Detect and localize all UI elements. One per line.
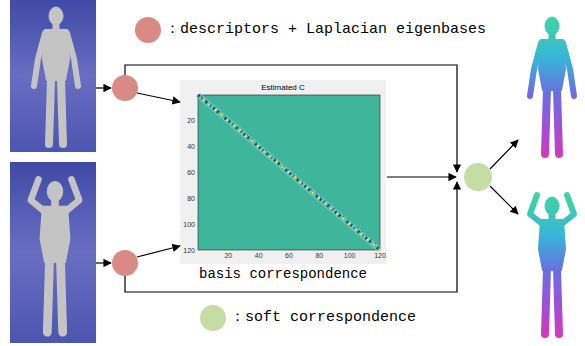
matrix-diagonal: [198, 95, 380, 250]
mesh-panel: [10, 0, 96, 152]
axis-tick-label: 60: [285, 252, 293, 259]
matrix-diagonal: [198, 95, 380, 250]
matrix-diagonal: [201, 96, 380, 247]
axis-tick-label: 80: [315, 252, 323, 259]
axis-tick-label: 40: [187, 143, 195, 150]
arrow: [96, 87, 111, 88]
axis-tick-label: 80: [187, 195, 195, 202]
figure-node: Estimated Cbasis correspondence: [180, 80, 386, 264]
arrow: [137, 246, 180, 257]
legend-swatch: [135, 17, 161, 43]
axis-tick-label: 120: [183, 247, 195, 254]
colored-mesh: [530, 17, 574, 154]
colored-mesh: [530, 195, 574, 334]
mesh-figure: [31, 179, 79, 332]
legend-text: ：descriptors + Laplacian eigenbases: [165, 21, 486, 39]
matrix-plot: [198, 95, 380, 250]
legend-text: ：soft correspondence: [230, 309, 416, 327]
arrow: [490, 186, 518, 214]
axis-tick-label: 100: [183, 221, 195, 228]
axis-tick-label: 40: [255, 252, 263, 259]
axis-tick-label: 20: [224, 252, 232, 259]
arrow: [387, 176, 456, 177]
arrow: [125, 182, 457, 292]
axis-tick-label: 100: [344, 252, 356, 259]
arrow: [96, 262, 111, 263]
soft-correspondence-circle: [464, 163, 492, 191]
arrows: [96, 65, 518, 292]
axis-tick-label: 60: [187, 169, 195, 176]
figure-caption: basis correspondence: [199, 266, 367, 282]
figure-frame: [180, 80, 386, 264]
arrow: [490, 140, 518, 169]
legend-swatch: [200, 305, 226, 331]
descriptor-circle: [112, 250, 138, 276]
arrow: [137, 93, 180, 102]
descriptor-circle: [112, 75, 138, 101]
arrow: [125, 65, 457, 172]
axis-tick-label: 120: [374, 252, 386, 259]
axis-tick-label: 20: [187, 117, 195, 124]
matrix-diagonal: [198, 95, 380, 250]
plot-title: Estimated C: [261, 83, 305, 92]
mesh-figure: [34, 7, 78, 144]
mesh-panel: [10, 162, 96, 343]
